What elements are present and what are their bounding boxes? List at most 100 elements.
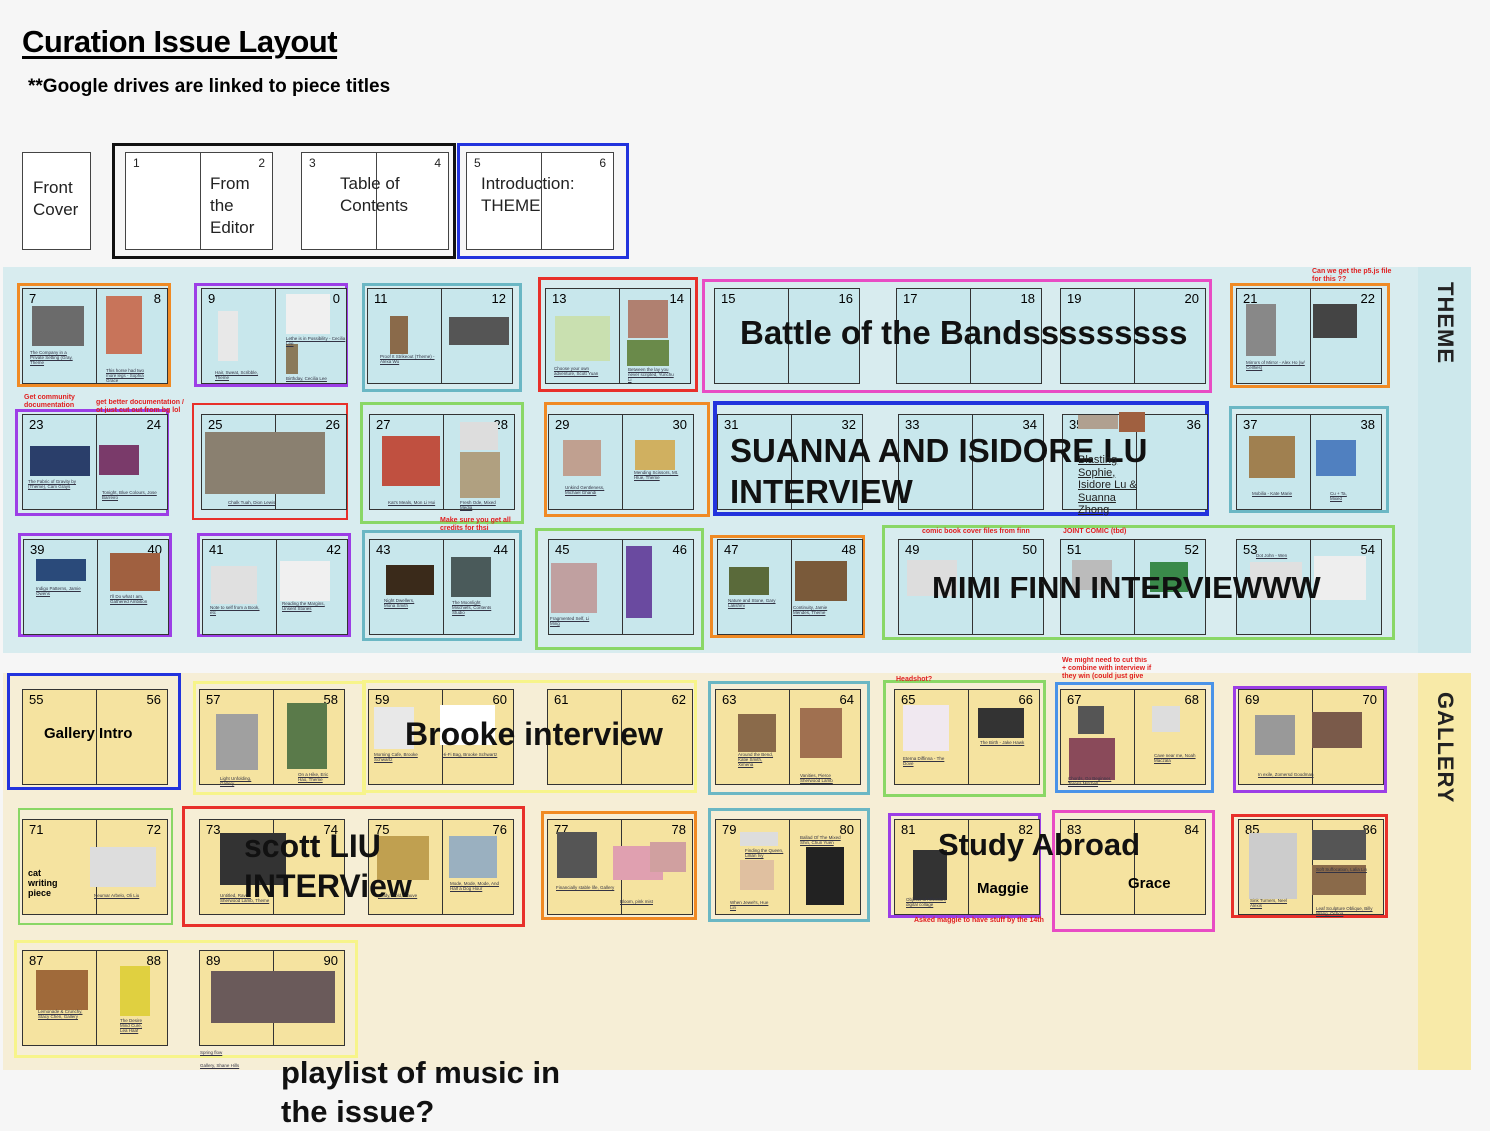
page-number: 55 [29,692,44,707]
artwork-caption[interactable]: Cu + Ta, Mixed [1330,491,1347,501]
artwork-caption[interactable]: Fresh Ode, Mixed Media [460,500,496,510]
artwork-thumbnail [1313,304,1357,338]
artwork-caption[interactable]: Around the Bend, Katie Smith, Ximena [738,752,774,767]
artwork-caption[interactable]: I'll Do what I am, Gathered Ambition [110,594,148,604]
page-number: 59 [375,692,390,707]
artwork-caption[interactable]: In exile, Zomersd Goodman [1258,772,1314,777]
artwork-thumbnail [386,565,434,595]
artwork-caption[interactable]: Chalk Tuah, Dion Lewis [228,500,276,505]
artwork-caption[interactable]: Note to self from a Book, etc [210,605,260,615]
artwork-caption[interactable]: Reading the Margins, Unsent Stories [282,601,325,611]
artwork-caption[interactable]: Chords, Go Beginner, Teresa Mitchell [1068,776,1112,786]
artwork-caption[interactable]: The Company in a Private Setting (Gray, … [30,350,73,365]
artwork-caption[interactable]: Financially stable life, Gallery [556,885,615,890]
artwork-caption[interactable]: Mirrors of Mirror - Alex Ho (w/ Cellfies… [1246,360,1305,370]
spread-frame [708,808,870,922]
intro-spread[interactable]: 5 6 Introduction: THEME [466,152,614,250]
artwork-caption[interactable]: Morning Cafe, Brooke Schwartz [374,752,418,762]
artwork-caption[interactable]: Lethe is in Possibility - Cecilia Lee [286,336,346,346]
page-number: 47 [724,542,739,557]
artwork-caption[interactable]: Light Unfolding, Gallery [220,776,252,786]
artwork-caption[interactable]: Fragmented Self, Li Ming [550,616,590,626]
artwork-caption[interactable]: Vanities, Pierce Sherwood Lamb [800,773,833,783]
artwork-caption[interactable]: Finding the Queen, Lillian Ivy [745,848,784,858]
artwork-caption[interactable]: Between the lay you never scripted, Yunc… [628,367,674,382]
artwork-caption[interactable]: The Fabric of Gravity by (Theme), Cam Gr… [28,479,77,489]
artwork-caption[interactable]: Nature and Stone, Gary Lakshmi [728,598,776,608]
artwork-caption[interactable]: Objects of Affection, digital collage [906,897,946,907]
artwork-caption[interactable]: Cave near me, Noah Maczala [1154,753,1196,763]
artwork-caption[interactable]: Tonight, Blue Colours, Jose Barreiro [102,490,157,500]
artwork-caption[interactable]: Leaf Sculpture Oblique, Billy Wang, Ocho… [1316,906,1373,916]
artwork-caption[interactable]: Mending Scissors, Mt. Hlue, Theme [634,470,679,480]
page-number: 74 [323,822,338,837]
spread-frame [1229,406,1389,513]
spread-frame [1055,682,1214,793]
artwork-thumbnail [36,559,86,581]
page-number: 2 [258,156,265,170]
artwork-caption[interactable]: Hair, Sweat, Scribble, Theme [215,370,259,380]
artwork-thumbnail [907,560,957,596]
artwork-caption[interactable]: When Jewel's, Hue Lin [730,900,769,910]
from-editor-spread[interactable]: 1 2 From the Editor [125,152,273,250]
artwork-caption[interactable]: Neumar Arbelo, Oli Liu [94,893,140,898]
artwork-caption[interactable]: Birthday, Cecilia Lee [286,376,327,381]
artwork-thumbnail [90,847,156,887]
page-number: 3 [309,156,316,170]
page-number: 13 [552,291,567,306]
artwork-caption[interactable]: Study, Gold, Mauve [378,893,418,898]
artwork-thumbnail [1312,865,1366,895]
artwork-caption[interactable]: The Desire Mind Cure, Lea Haaf [120,1018,143,1033]
artwork-caption[interactable]: Choose your own adventure, Scott Yuan [554,366,599,376]
spread-frame [544,402,710,517]
artwork-caption[interactable]: Hi-Fi Bag, Brooke Schwartz [442,752,498,757]
artwork-caption[interactable]: Ballad Of The Mixed Shin, Chun Yuen [800,835,841,845]
page-number: 82 [1018,822,1033,837]
artwork-caption[interactable]: Lemonade & Crunchy, Stacy Chen, Gallery [38,1009,83,1019]
spread-frame [710,535,865,638]
artwork-thumbnail [626,546,652,618]
page-number: 63 [722,692,737,707]
artwork-caption[interactable]: Unkind Gentleness, Michael Ghandi [565,485,605,495]
artwork-caption[interactable]: Spring flow [200,1050,223,1055]
artwork-caption[interactable]: Soft Suffocation, Lalia Lin [1316,867,1367,872]
artwork-caption[interactable]: Proof It Strikeout (Theme) - Alexa Wu [380,354,435,364]
artwork-caption[interactable]: Mode, Mode, Mode, And Half a Dog Hour [450,881,500,891]
artwork-caption[interactable]: This horse had two more legs - Sophia Gr… [106,368,145,383]
artwork-caption[interactable]: Mobilia - Kate Marie [1252,491,1293,496]
page-number: 18 [1020,291,1035,306]
artwork-caption[interactable]: Untitled, Raven Sherwood Lamb, Theme [220,893,270,903]
artwork-thumbnail [913,850,947,900]
artwork-caption[interactable]: Dot John - Wen [1256,553,1288,558]
page-number: 79 [722,822,737,837]
artwork-caption[interactable]: Indigo Patterns, Jamie Owens [36,586,81,596]
artwork-thumbnail [738,714,776,752]
artwork-caption[interactable]: On a Hike, Eric Hao, Theme [298,772,329,782]
artwork-caption[interactable]: The Birth - Jake Hawk [980,740,1025,745]
artwork-caption[interactable]: Continuity, Jamie Mendes, Theme [793,605,828,615]
artwork-thumbnail [211,566,257,604]
artwork-caption[interactable]: The Moonlight Mischiefs, Contents Studio [452,600,492,615]
artwork-caption[interactable]: Sink Turners, Neel Alexis [1250,898,1288,908]
artwork-caption[interactable]: Bloom, pink mist [620,899,654,904]
artwork-caption[interactable]: Eterna Diffinna - The Dove [903,756,945,766]
artwork-thumbnail [460,452,500,498]
page-number: 41 [209,542,224,557]
toc-spread[interactable]: 3 4 Table of Contents [301,152,449,250]
artwork-caption[interactable]: Night Dwellers, Mona Smith [384,598,415,608]
page-number: 29 [555,417,570,432]
artwork-caption[interactable]: Gallery, Shane Hills [200,1063,240,1068]
artwork-caption[interactable]: Kat's Meals, Mon Li Hui [388,500,436,505]
front-cover-page[interactable]: Front Cover [22,152,91,250]
artwork-thumbnail [1255,715,1295,755]
battle-of-bands-label: Battle of the Bandsssssssss [740,314,1188,351]
